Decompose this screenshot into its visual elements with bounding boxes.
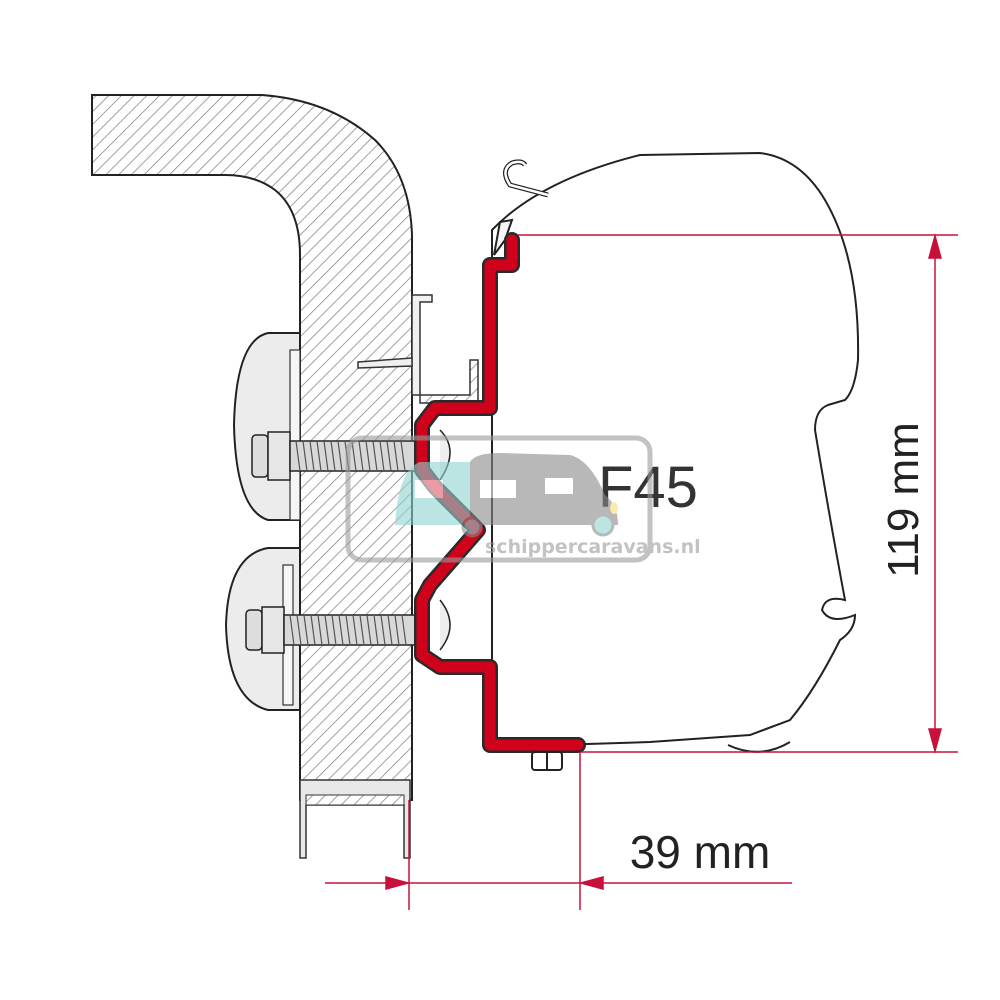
offset-dimension <box>325 752 792 910</box>
bottom-nut-icon <box>531 751 563 771</box>
awning-cassette <box>491 151 860 753</box>
bolt-head-icon <box>439 599 451 651</box>
nut-icon <box>251 434 269 478</box>
nut-icon <box>245 609 263 651</box>
offset-dimension-label: 39 mm <box>630 826 771 878</box>
camper-van-icon <box>470 453 618 525</box>
lower-bolt-assembly <box>224 547 416 711</box>
rail-clip <box>357 294 479 404</box>
watermark-text: schippercaravans.nl <box>485 536 701 558</box>
height-dimension-label: 119 mm <box>879 422 928 578</box>
height-dimension <box>518 233 958 754</box>
watermark-logo: schippercaravans.nl <box>345 435 701 563</box>
upper-bolt-assembly <box>232 332 416 521</box>
